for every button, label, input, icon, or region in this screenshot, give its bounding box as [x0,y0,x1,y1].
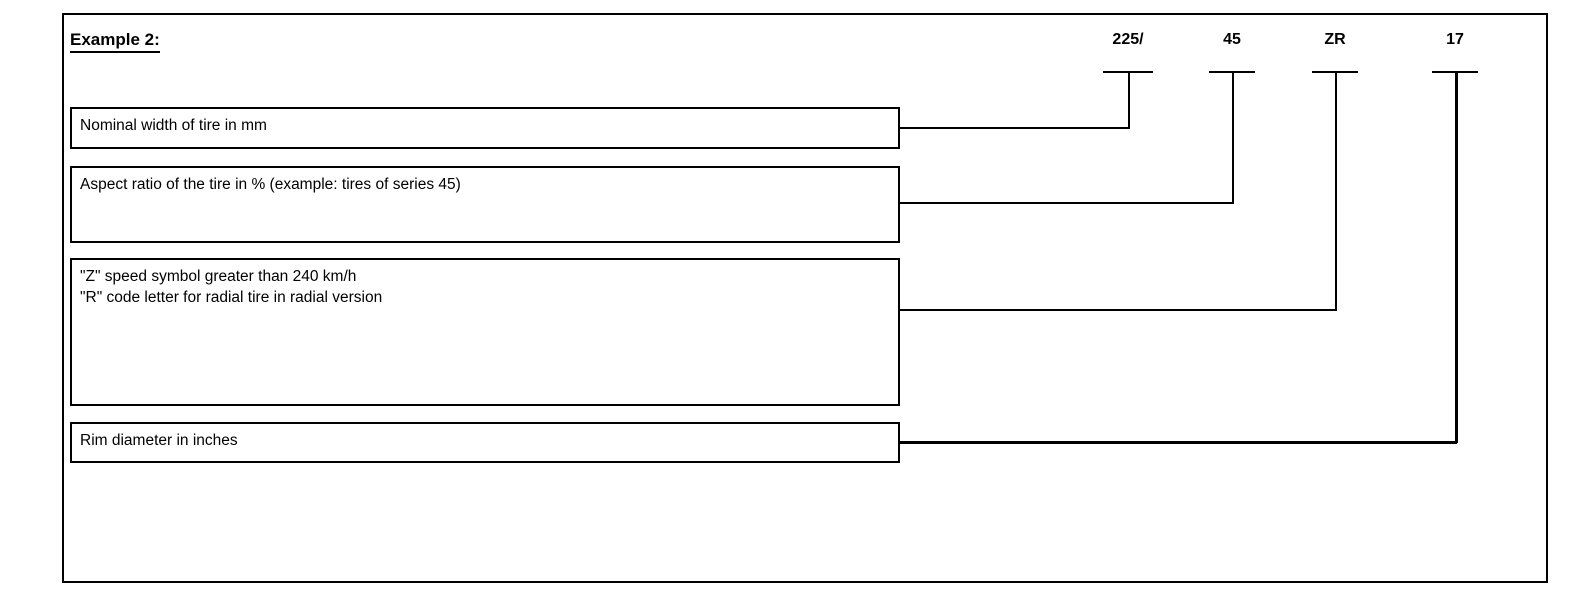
leader-line-speed-construction-vertical [1335,72,1337,311]
leader-line-speed-construction-horizontal [900,309,1337,311]
leader-line-aspect-ratio-vertical [1232,72,1234,204]
description-box-nominal-width: Nominal width of tire in mm [70,107,900,149]
description-text-speed-construction: "Z" speed symbol greater than 240 km/h "… [80,268,383,306]
outer-frame [62,13,1548,583]
code-segment-speed-construction: ZR [1324,31,1346,48]
leader-line-aspect-ratio-horizontal [900,202,1234,204]
description-box-aspect-ratio: Aspect ratio of the tire in % (example: … [70,166,900,243]
code-segment-nominal-width: 225/ [1112,31,1144,48]
leader-line-nominal-width-horizontal [900,127,1130,129]
code-segment-aspect-ratio: 45 [1223,31,1241,48]
description-text-aspect-ratio: Aspect ratio of the tire in % (example: … [80,176,461,193]
leader-line-rim-diameter-horizontal [900,441,1457,444]
description-box-speed-construction: "Z" speed symbol greater than 240 km/h "… [70,258,900,406]
description-text-rim-diameter: Rim diameter in inches [80,432,238,449]
leader-line-nominal-width-vertical [1128,72,1130,129]
leader-line-rim-diameter-vertical [1455,72,1458,443]
description-text-nominal-width: Nominal width of tire in mm [80,117,267,134]
description-box-rim-diameter: Rim diameter in inches [70,422,900,463]
page-title: Example 2: [70,30,160,53]
code-segment-rim-diameter: 17 [1446,31,1464,48]
